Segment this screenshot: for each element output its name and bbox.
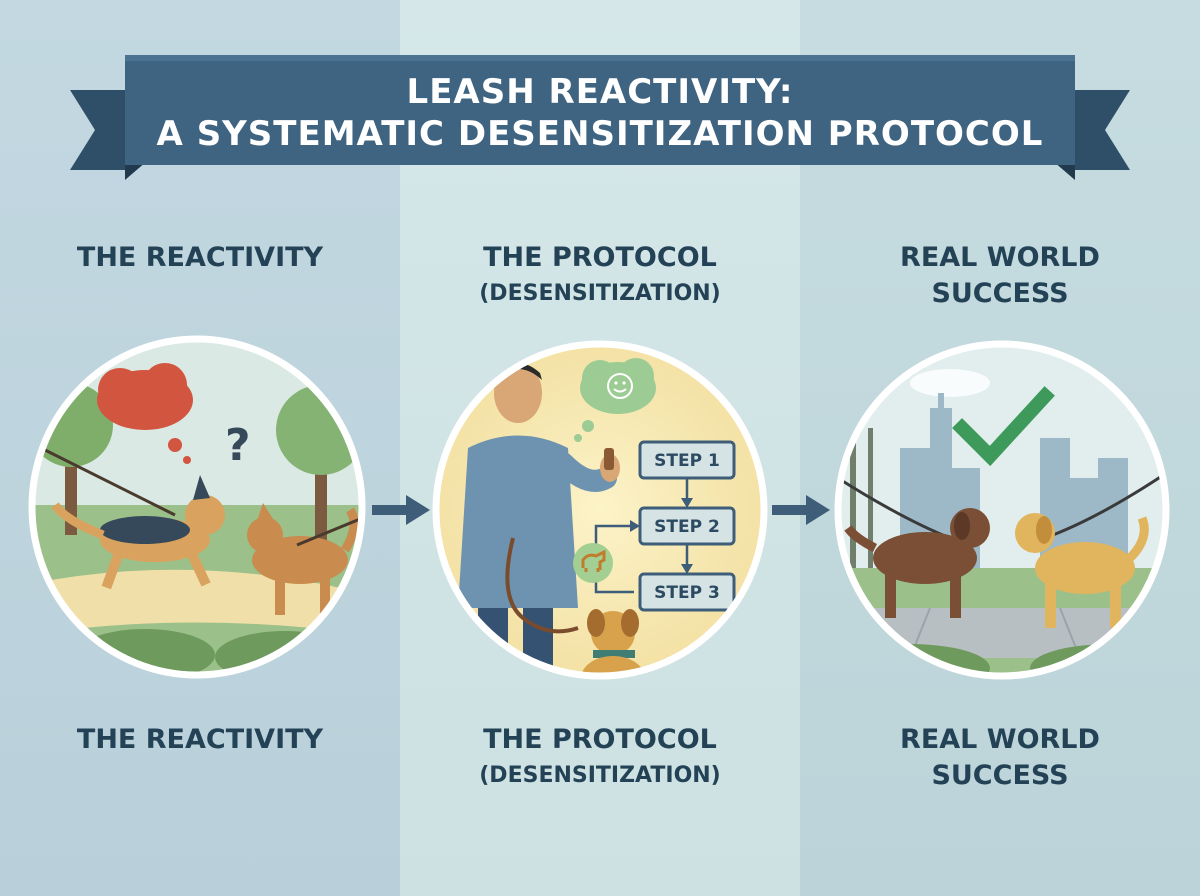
title-line-2: A SYSTEMATIC DESENSITIZATION PROTOCOL xyxy=(156,114,1044,154)
heading-reactivity-text: THE REACTIVITY xyxy=(76,242,324,273)
caption-success-text: REAL WORLD xyxy=(900,724,1100,755)
trainer-person-icon xyxy=(458,363,620,676)
heading-protocol-text: THE PROTOCOL xyxy=(483,242,717,273)
title-line-1: LEASH REACTIVITY: xyxy=(406,72,794,112)
caption-protocol: THE PROTOCOL (DESENSITIZATION) xyxy=(400,722,800,794)
caption-protocol-subtext: (DESENSITIZATION) xyxy=(479,763,721,788)
caption-reactivity-text: THE REACTIVITY xyxy=(76,724,324,755)
heading-protocol: THE PROTOCOL (DESENSITIZATION) xyxy=(400,240,800,312)
heading-success-text: REAL WORLD xyxy=(900,242,1100,273)
golden-dog-icon xyxy=(1015,513,1149,628)
caption-success: REAL WORLD SUCCESS xyxy=(800,722,1200,794)
reactivity-illustration: ? xyxy=(28,335,366,679)
heading-success-subtext: SUCCESS xyxy=(931,278,1069,309)
other-dog-icon xyxy=(247,503,359,615)
brown-dog-icon xyxy=(844,508,990,618)
alarm-thought-cloud-icon xyxy=(97,363,193,464)
arrow-right-icon xyxy=(772,495,830,525)
reactive-dog-icon xyxy=(51,475,225,590)
heading-protocol-subtext: (DESENSITIZATION) xyxy=(479,281,721,306)
caption-success-subtext: SUCCESS xyxy=(931,760,1069,791)
caption-reactivity: THE REACTIVITY xyxy=(0,722,400,758)
protocol-illustration: STEP 1 STEP 2 STEP 3 xyxy=(432,340,768,680)
question-mark-icon: ? xyxy=(225,420,251,471)
happy-thought-cloud-icon xyxy=(574,358,656,442)
step-flowchart: STEP 1 STEP 2 STEP 3 xyxy=(573,440,736,612)
heading-success: REAL WORLD SUCCESS xyxy=(800,240,1200,312)
step-1-label: STEP 1 xyxy=(654,451,720,471)
dog-badge-icon xyxy=(573,543,613,583)
title-banner xyxy=(70,55,1130,180)
heading-reactivity: THE REACTIVITY xyxy=(0,240,400,276)
checkmark-icon xyxy=(952,386,1055,467)
calm-dog-icon xyxy=(581,609,645,676)
success-illustration xyxy=(834,340,1170,680)
step-3-label: STEP 3 xyxy=(654,583,720,603)
step-2-label: STEP 2 xyxy=(654,517,720,537)
treat-icon xyxy=(604,448,614,470)
arrow-right-icon xyxy=(372,495,430,525)
caption-protocol-text: THE PROTOCOL xyxy=(483,724,717,755)
